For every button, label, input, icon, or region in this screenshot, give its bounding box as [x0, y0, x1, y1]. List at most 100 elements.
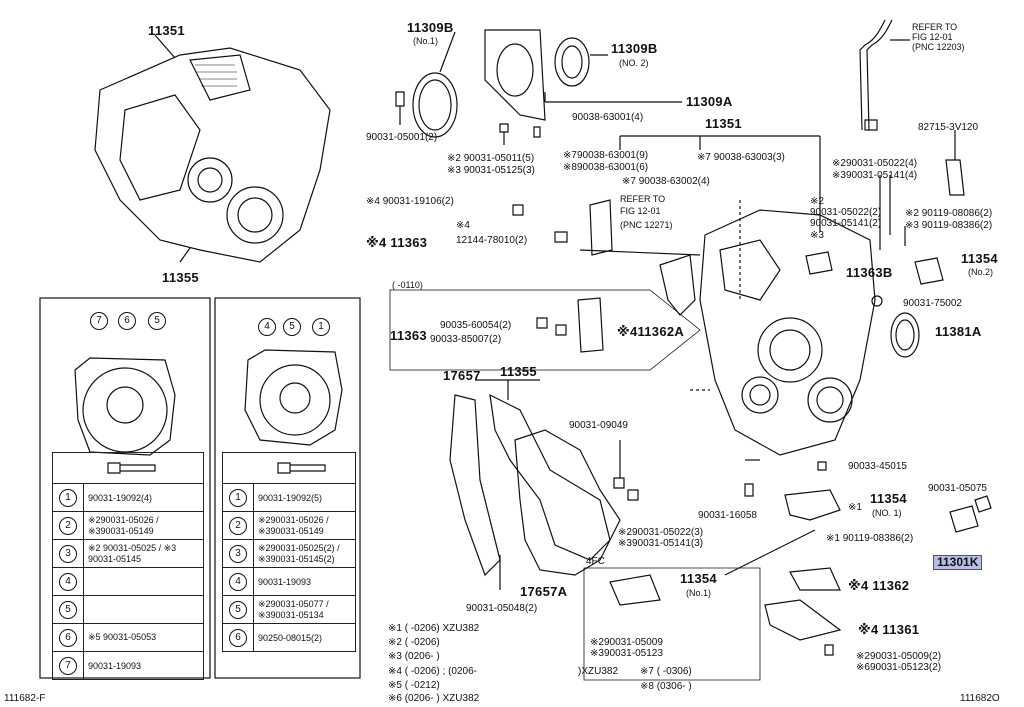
bolt-90031-05022-2[interactable]: 90031-05022(2) — [810, 207, 882, 218]
footnote-4: ※4 ( -0206) ; (0206- — [388, 666, 477, 677]
note7-90038-63003[interactable]: ※7 90038-63003(3) — [697, 152, 785, 163]
bolt-90031-05001[interactable]: 90031-05001(2) — [366, 132, 438, 143]
footnote-2: ※2 ( -0206) — [388, 637, 440, 648]
part-17657[interactable]: 17657 — [443, 368, 481, 383]
row-part-number: ※290031-05026 / ※390031-05149 — [83, 511, 204, 540]
table-row[interactable]: 3※2 90031-05025 / ※3 90031-05145 — [52, 539, 204, 568]
front-view-right-drawing — [259, 364, 331, 436]
bolt-90031-05048[interactable]: 90031-05048(2) — [466, 603, 538, 614]
row-number: 6 — [229, 628, 247, 647]
row-part-number: 90250-08015(2) — [253, 623, 356, 652]
row-number: 4 — [59, 572, 77, 591]
note8-90038-63001[interactable]: ※890038-63001(6) — [563, 162, 649, 173]
note2-90031-05011[interactable]: ※2 90031-05011(5) — [447, 153, 535, 164]
note2-90031-05022-4[interactable]: ※290031-05022(4) — [832, 158, 918, 169]
note7-90038-63001[interactable]: ※790038-63001(9) — [563, 150, 649, 161]
cover-11309A-drawing — [484, 29, 546, 121]
housing-11351-main-drawing — [699, 209, 876, 456]
code-right: 111682O — [960, 693, 1000, 704]
pin-90035-60054[interactable]: 90035-60054(2) — [440, 320, 512, 331]
note3-90119-08386[interactable]: ※3 90119-08386(2) — [905, 220, 993, 231]
bolt-90031-75002[interactable]: 90031-75002 — [903, 298, 962, 309]
marker-4FC: 4FC — [586, 556, 605, 567]
part-11355-mid[interactable]: 11355 — [500, 364, 537, 379]
footnote-3: ※3 (0206- ) — [388, 651, 440, 662]
part-11381A[interactable]: 11381A — [935, 324, 982, 339]
part-12144-78010[interactable]: 12144-78010(2) — [456, 235, 528, 246]
part-11309B-no2[interactable]: 11309B — [611, 41, 658, 56]
note2-90031-05009-a[interactable]: ※290031-05009 — [590, 637, 663, 648]
bolt-90031-05075[interactable]: 90031-05075 — [928, 483, 987, 494]
part-11309B-no1-sub: (No.1) — [413, 36, 439, 46]
front-view-left-drawing — [82, 367, 168, 453]
part-11309B-no2-sub: (NO. 2) — [619, 58, 649, 68]
part-11361[interactable]: ※4 11361 — [858, 622, 920, 637]
table-row[interactable]: 3※290031-05025(2) / ※390031-05145(2) — [222, 539, 356, 568]
part-11354-no1[interactable]: 11354 — [870, 491, 907, 506]
note3-90031-05141-4[interactable]: ※390031-05141(4) — [832, 170, 918, 181]
part-11355-bottom[interactable]: 11355 — [162, 270, 199, 285]
part-11363B[interactable]: 11363B — [846, 265, 893, 280]
note3-90031-05123-a[interactable]: ※390031-05123 — [590, 648, 663, 659]
row-part-number: ※290031-05077 / ※390031-05134 — [253, 595, 356, 624]
refer-mid-fig[interactable]: FIG 12-01 — [620, 206, 661, 216]
refer-top-fig[interactable]: FIG 12-01 — [912, 32, 953, 42]
bolt-90031-16058[interactable]: 90031-16058 — [698, 510, 757, 521]
bolt-90031-09049[interactable]: 90031-09049 — [569, 420, 628, 431]
note7-90038-63002[interactable]: ※7 90038-63002(4) — [622, 176, 710, 187]
note2-90031-05009-b[interactable]: ※290031-05009(2) — [856, 651, 942, 662]
callout-4-right: 4 — [258, 318, 276, 336]
part-11309B-no1[interactable]: 11309B — [407, 20, 454, 35]
note3-90031-05141-3[interactable]: ※390031-05141(3) — [618, 538, 704, 549]
oil-seal-11381A-drawing — [890, 312, 920, 358]
refer-mid: REFER TO — [620, 194, 666, 204]
row-part-number: ※5 90031-05053 — [83, 623, 204, 652]
note2-marker: ※2 — [810, 196, 824, 207]
pin-90038-63001-4[interactable]: 90038-63001(4) — [572, 112, 644, 123]
pin-90033-45015[interactable]: 90033-45015 — [848, 461, 907, 472]
part-11309A[interactable]: 11309A — [686, 94, 733, 109]
part-11351-mid[interactable]: 11351 — [705, 116, 742, 131]
table-row[interactable]: 2※290031-05026 / ※390031-05149 — [52, 511, 204, 540]
note6-90031-05123-b[interactable]: ※690031-05123(2) — [856, 662, 942, 673]
note1-marker: ※1 — [848, 502, 862, 513]
note3-90031-05125[interactable]: ※3 90031-05125(3) — [447, 165, 535, 176]
row-number: 3 — [229, 544, 247, 563]
dipstick-tube-drawing — [859, 19, 886, 131]
row-number: 1 — [59, 488, 77, 507]
housing-11351-drawing — [94, 47, 331, 263]
part-11354-no2[interactable]: 11354 — [961, 251, 998, 266]
part-11363-b[interactable]: 11363 — [390, 328, 427, 343]
table-row[interactable]: 6 90250-08015(2) — [222, 623, 356, 652]
gasket-11309B-no1-drawing — [412, 72, 458, 138]
part-82715-3V120[interactable]: 82715-3V120 — [918, 122, 979, 133]
table-row[interactable]: 4 — [52, 567, 204, 596]
note1-90119-08386[interactable]: ※1 90119-08386(2) — [826, 533, 914, 544]
sensor-11301K-drawing — [949, 505, 979, 533]
pin-90033-85007[interactable]: 90033-85007(2) — [430, 334, 502, 345]
table-row[interactable]: 5 — [52, 595, 204, 624]
part-11301K-highlighted[interactable]: 11301K — [933, 555, 983, 570]
bolt-90031-05141-2[interactable]: 90031-05141(2) — [810, 218, 882, 229]
table-row[interactable]: 6※5 90031-05053 — [52, 623, 204, 652]
row-number: 7 — [59, 656, 77, 675]
gasket-11355-drawing — [489, 393, 611, 561]
part-11362[interactable]: ※4 11362 — [848, 578, 910, 593]
part-11354-bottom-sub: (No.1) — [686, 588, 712, 598]
part-11351-top[interactable]: 11351 — [148, 23, 185, 38]
part-17657A[interactable]: 17657A — [520, 584, 568, 599]
part-11363-a[interactable]: ※4 11363 — [366, 235, 428, 250]
note2-90031-05022-3[interactable]: ※290031-05022(3) — [618, 527, 704, 538]
part-11362A[interactable]: ※411362A — [617, 324, 685, 339]
part-11354-bottom[interactable]: 11354 — [680, 571, 717, 586]
table-row[interactable]: 2※290031-05026 / ※390031-05149 — [222, 511, 356, 540]
table-row[interactable]: 5※290031-05077 / ※390031-05134 — [222, 595, 356, 624]
row-number: 3 — [59, 544, 77, 563]
note3-marker: ※3 — [810, 230, 824, 241]
note2-90119-08086[interactable]: ※2 90119-08086(2) — [905, 208, 993, 219]
note4-90031-19106[interactable]: ※4 90031-19106(2) — [366, 196, 454, 207]
